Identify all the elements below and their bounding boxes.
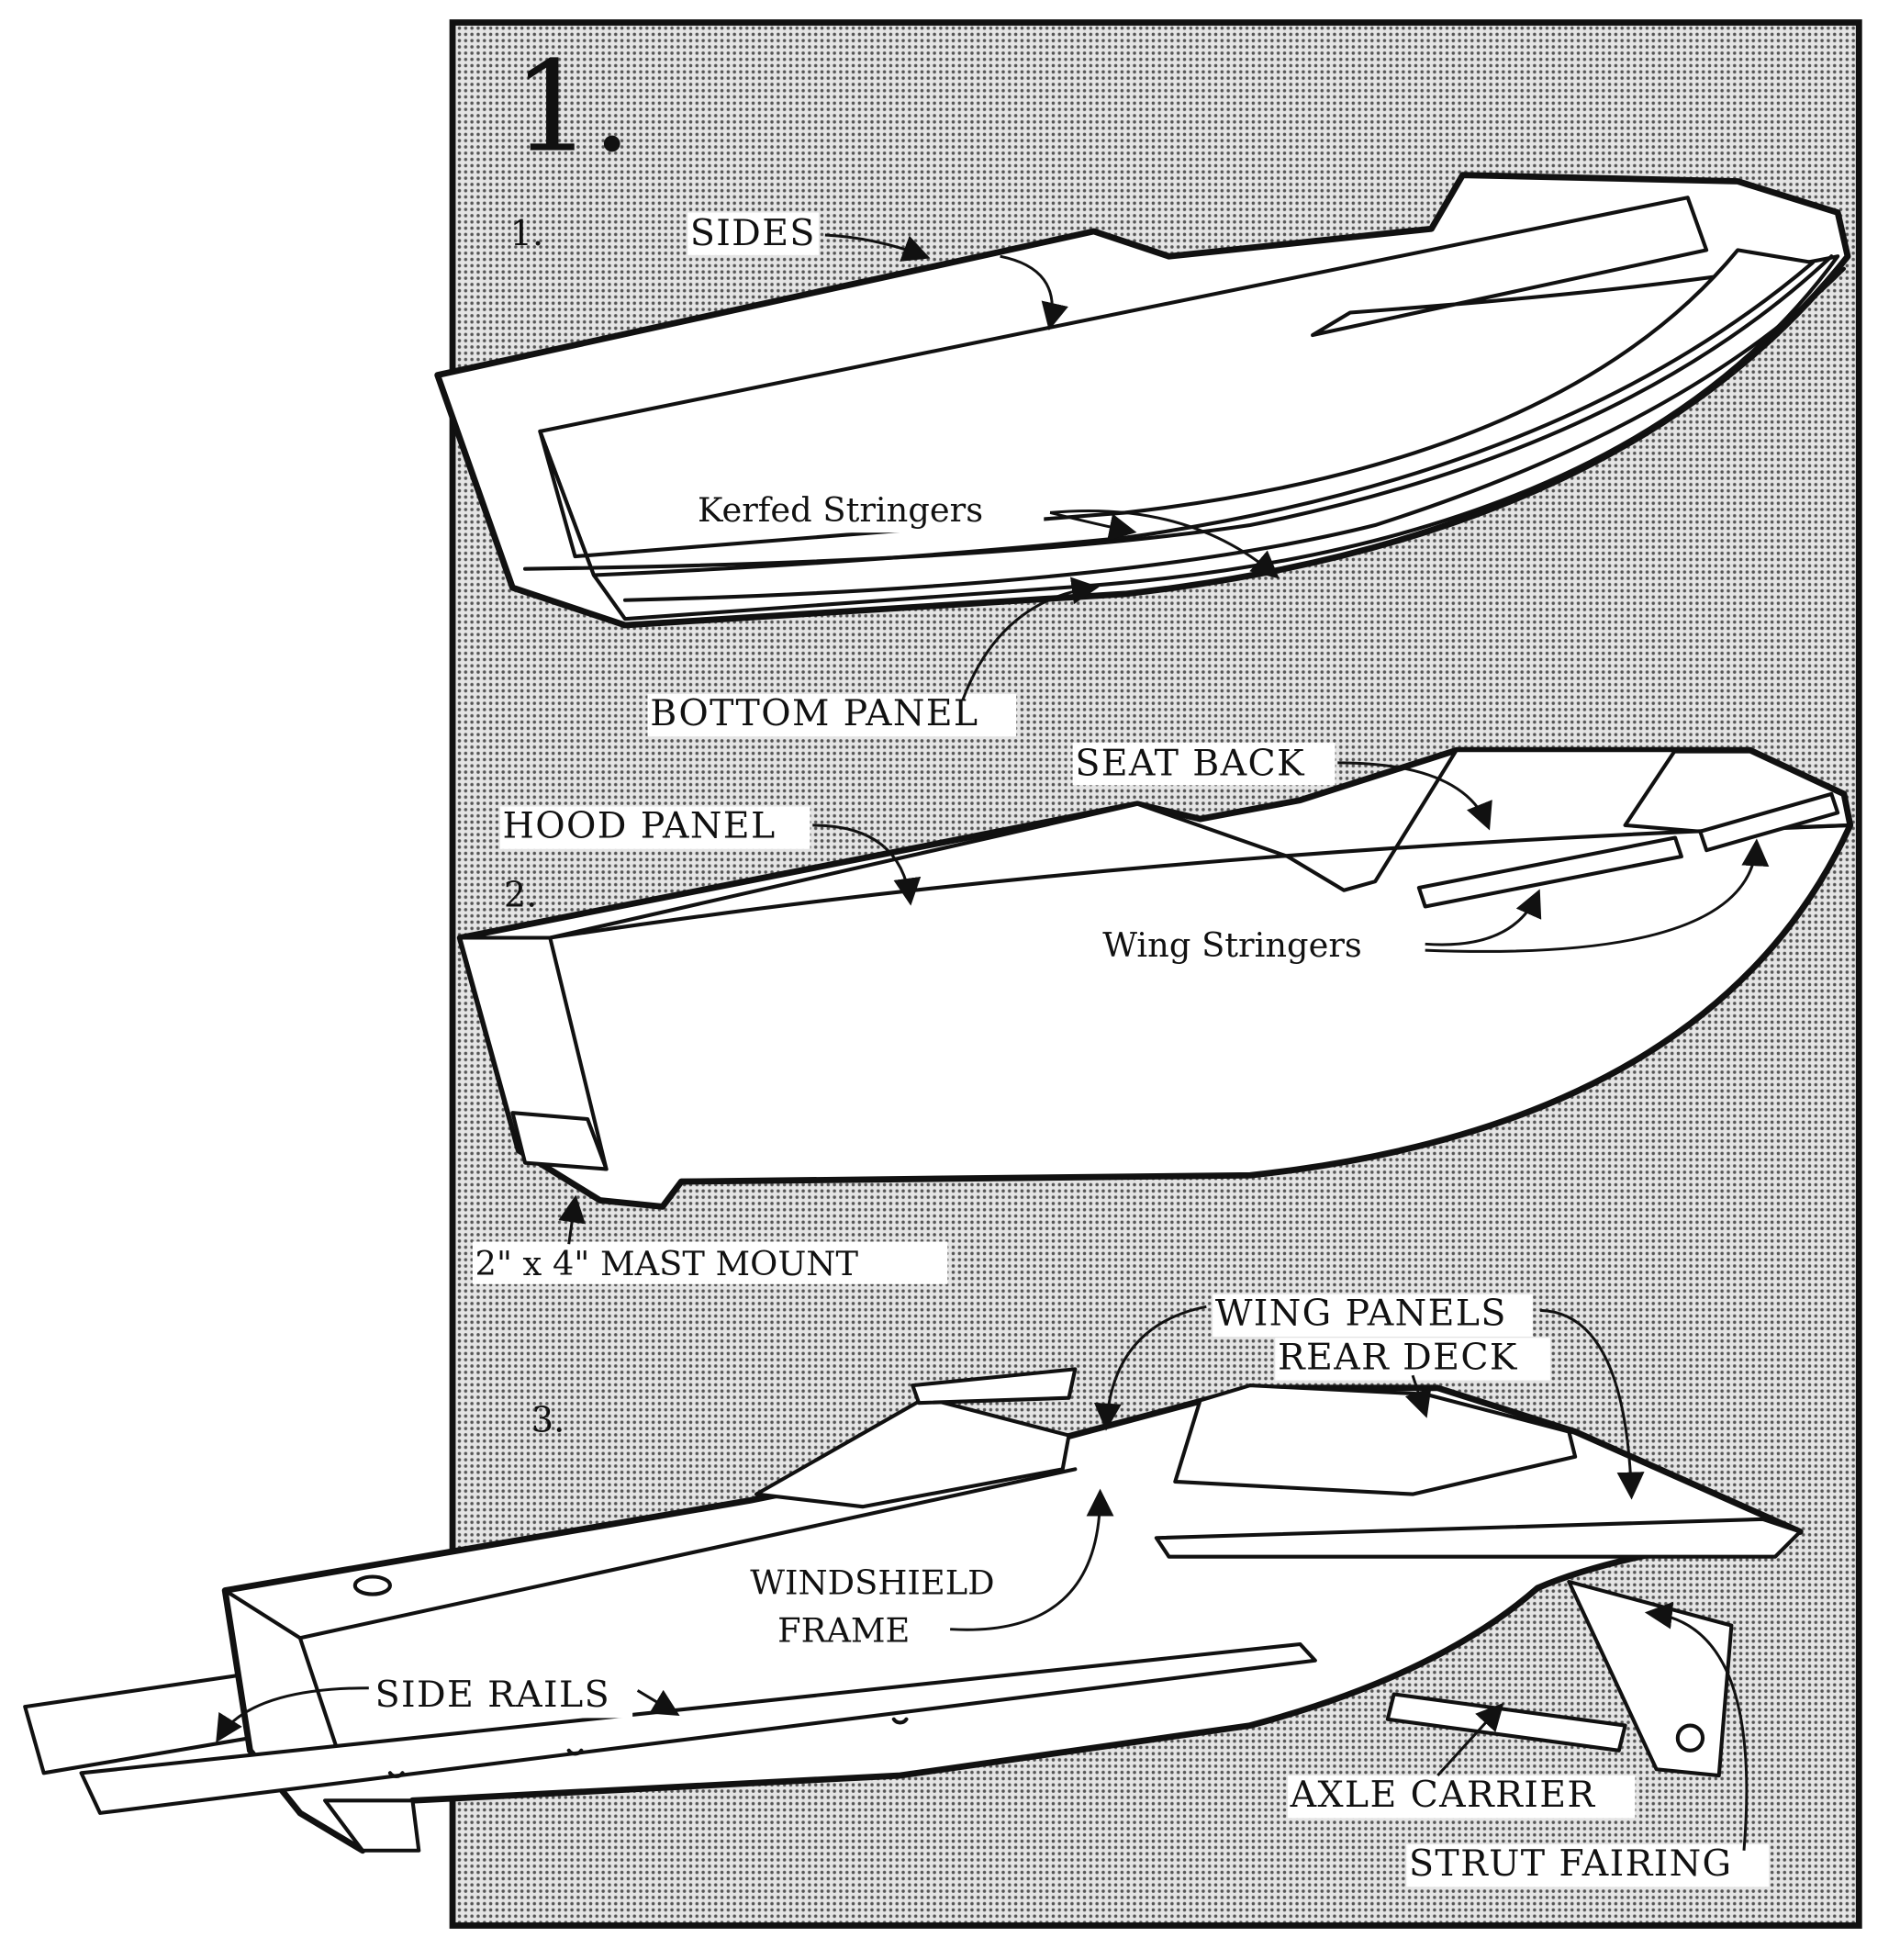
step-1-number: 1.: [510, 213, 543, 253]
step-2-hull: [456, 746, 1854, 1210]
step-2-number: 2.: [504, 874, 537, 914]
label-side-rails: SIDE RAILS: [375, 1674, 610, 1716]
step-3-number: 3.: [531, 1399, 564, 1439]
label-hood-panel: HOOD PANEL: [503, 805, 777, 847]
label-bottom-panel: BOTTOM PANEL: [650, 692, 978, 734]
label-rear-deck: REAR DECK: [1278, 1336, 1518, 1378]
label-windshield: WINDSHIELD: [750, 1563, 994, 1603]
label-mast-mount: 2" x 4" MAST MOUNT: [475, 1244, 859, 1283]
label-strut-fairing: STRUT FAIRING: [1409, 1842, 1732, 1885]
label-sides: SIDES: [690, 212, 816, 254]
label-seat-back: SEAT BACK: [1075, 742, 1305, 784]
label-frame: FRAME: [777, 1610, 910, 1650]
step-3-boat: [23, 1367, 1804, 1854]
label-wing-stringers: Wing Stringers: [1102, 925, 1362, 965]
label-wing-panels: WING PANELS: [1215, 1293, 1507, 1335]
label-kerfed-stringers: Kerfed Stringers: [698, 490, 983, 530]
label-axle-carrier: AXLE CARRIER: [1290, 1774, 1596, 1816]
figure-number: 1.: [512, 35, 631, 180]
